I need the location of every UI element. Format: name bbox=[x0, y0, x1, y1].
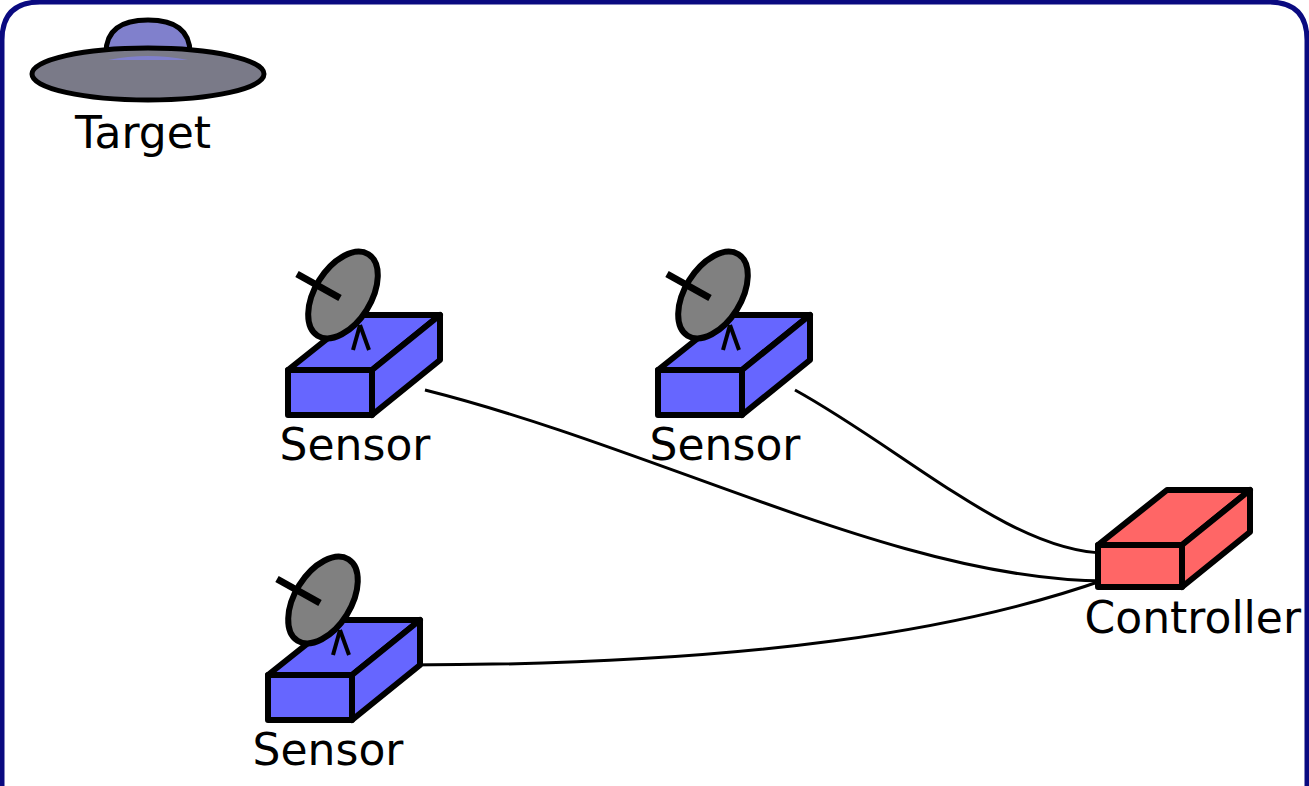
controller-node: Controller bbox=[1085, 485, 1301, 643]
controller-icon bbox=[1095, 485, 1255, 593]
connector-line bbox=[405, 579, 1107, 665]
node-label: Controller bbox=[1085, 593, 1301, 643]
sensor-node: Sensor bbox=[650, 240, 815, 470]
node-label: Sensor bbox=[280, 420, 431, 470]
sensor-node: Sensor bbox=[253, 545, 425, 775]
connector-line bbox=[795, 390, 1107, 553]
node-label: Sensor bbox=[650, 420, 801, 470]
sensor-icon bbox=[285, 240, 445, 420]
sensor-icon bbox=[655, 240, 815, 420]
target-node: Target bbox=[28, 8, 268, 158]
sensor-icon bbox=[265, 545, 425, 725]
sensor-node: Sensor bbox=[280, 240, 445, 470]
connector-line bbox=[425, 390, 1107, 581]
node-label: Target bbox=[75, 108, 211, 158]
target-icon bbox=[28, 8, 268, 108]
node-label: Sensor bbox=[253, 725, 404, 775]
